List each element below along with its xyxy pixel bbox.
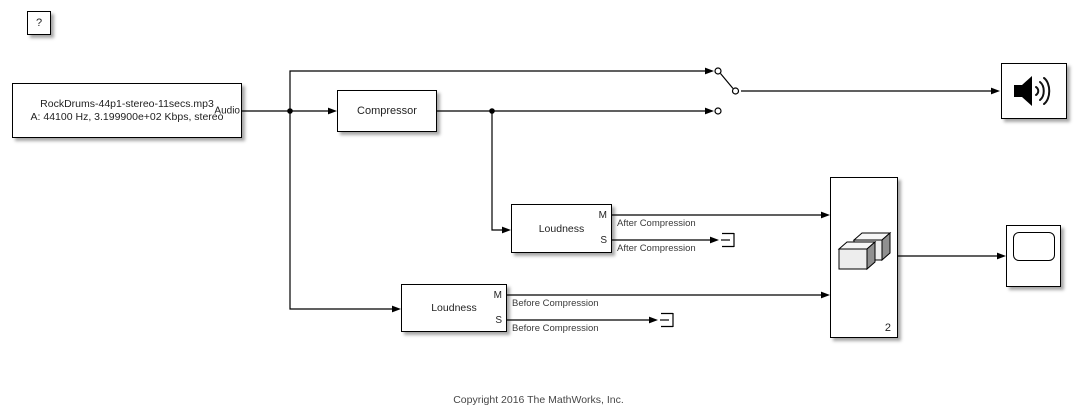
loudness-before-block[interactable]: Loudness M S — [401, 284, 507, 332]
wire-source-branch-up-to-switch[interactable] — [289, 67, 714, 111]
terminator-after-s[interactable] — [721, 232, 735, 248]
wire-loudness-before-s-to-terminator[interactable] — [507, 316, 658, 324]
concatenate-icon — [837, 231, 892, 271]
signal-label-before-compression-s: Before Compression — [512, 323, 599, 334]
audio-file-name: RockDrums-44p1-stereo-11secs.mp3 — [40, 97, 214, 110]
audio-device-writer-block[interactable] — [1001, 63, 1067, 119]
concatenate-input-count: 2 — [884, 322, 891, 334]
signal-label-after-compression-m: After Compression — [617, 218, 696, 229]
wire-compressor-branch-to-loudness-after[interactable] — [491, 111, 511, 234]
scope-screen-icon — [1013, 232, 1055, 261]
compressor-block[interactable]: Compressor — [337, 90, 437, 132]
audio-file-source-text: RockDrums-44p1-stereo-11secs.mp3 A: 4410… — [31, 98, 224, 124]
loudness-before-port-s: S — [495, 315, 502, 326]
loudness-after-block[interactable]: Loudness M S — [511, 204, 612, 253]
wire-switch-to-speaker[interactable] — [741, 87, 1000, 95]
wire-loudness-after-s-to-terminator[interactable] — [612, 236, 719, 244]
loudness-after-port-s: S — [600, 235, 607, 246]
manual-switch[interactable] — [714, 67, 740, 115]
wire-loudness-after-m-to-concatenate[interactable] — [612, 211, 830, 219]
terminator-before-s[interactable] — [660, 312, 674, 328]
wire-loudness-before-m-to-concatenate[interactable] — [507, 291, 830, 299]
help-block-label: ? — [35, 17, 43, 29]
copyright-annotation: Copyright 2016 The MathWorks, Inc. — [453, 394, 624, 406]
help-block[interactable]: ? — [27, 11, 51, 35]
wire-source-to-compressor[interactable] — [242, 107, 337, 115]
loudness-before-port-m: M — [493, 290, 502, 301]
loudness-after-label: Loudness — [538, 222, 585, 235]
wire-compressor-to-switch[interactable] — [437, 107, 714, 115]
signal-label-before-compression-m: Before Compression — [512, 298, 599, 309]
audio-output-port-label: Audio — [214, 105, 240, 116]
compressor-block-label: Compressor — [357, 105, 417, 117]
loudness-after-port-m: M — [598, 210, 607, 221]
loudness-before-label: Loudness — [431, 302, 477, 314]
wire-concatenate-to-scope[interactable] — [898, 252, 1006, 260]
wire-source-branch-down-to-loudness-before[interactable] — [289, 111, 401, 313]
scope-block[interactable] — [1006, 225, 1061, 287]
speaker-icon — [1014, 76, 1051, 106]
audio-file-format: A: 44100 Hz, 3.199900e+02 Kbps, stereo — [30, 110, 224, 123]
matrix-concatenate-block[interactable]: 2 — [830, 177, 898, 338]
signal-label-after-compression-s: After Compression — [617, 243, 696, 254]
audio-file-source-block[interactable]: RockDrums-44p1-stereo-11secs.mp3 A: 4410… — [12, 83, 242, 138]
